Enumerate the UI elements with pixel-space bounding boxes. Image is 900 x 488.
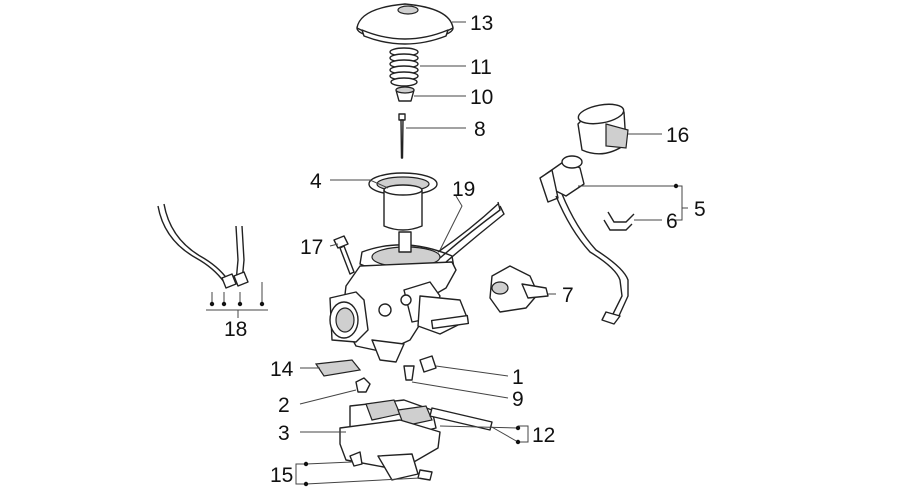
part-4-diaphragm-slide — [368, 172, 438, 231]
part-16-boot — [577, 103, 629, 155]
callout-7: 7 — [562, 284, 574, 307]
callout-12: 12 — [532, 424, 555, 447]
part-8-jet-needle — [398, 113, 406, 159]
part-19-tube — [437, 203, 499, 253]
callout-16: 16 — [666, 124, 689, 147]
callout-18: 18 — [224, 318, 247, 341]
part-6-clip — [603, 211, 635, 231]
callout-10: 10 — [470, 86, 493, 109]
callout-1: 1 — [512, 366, 524, 389]
callout-9: 9 — [512, 388, 524, 411]
callout-5: 5 — [694, 198, 706, 221]
leader-dots — [209, 183, 679, 487]
callout-11: 11 — [470, 56, 492, 79]
callout-2: 2 — [278, 394, 290, 417]
part-10-retainer — [395, 86, 415, 102]
part-9-jet — [403, 365, 415, 381]
part-7-lever — [489, 265, 549, 313]
callout-17: 17 — [300, 236, 323, 259]
part-14-gasket — [314, 359, 362, 377]
part-17-screw — [333, 235, 355, 275]
part-1-jet — [419, 355, 437, 373]
part-11-spring — [389, 47, 419, 87]
leader-lines — [206, 21, 688, 485]
carburetor-body — [329, 201, 505, 363]
callout-15: 15 — [270, 464, 293, 487]
callout-3: 3 — [278, 422, 290, 445]
part-18-hoses — [157, 203, 249, 289]
part-2-nut — [355, 377, 371, 393]
callout-6: 6 — [666, 210, 678, 233]
callout-4: 4 — [310, 170, 322, 193]
callout-13: 13 — [470, 12, 493, 35]
part-3-float-bowl — [339, 399, 493, 481]
part-13-top-cover — [356, 3, 454, 45]
callout-14: 14 — [270, 358, 294, 381]
callout-8: 8 — [474, 118, 486, 141]
callout-19: 19 — [452, 178, 475, 201]
part-5-choke-cable — [539, 155, 629, 325]
callout-labels: 13 11 10 8 4 19 17 7 16 5 6 18 14 1 9 2 … — [224, 12, 706, 487]
